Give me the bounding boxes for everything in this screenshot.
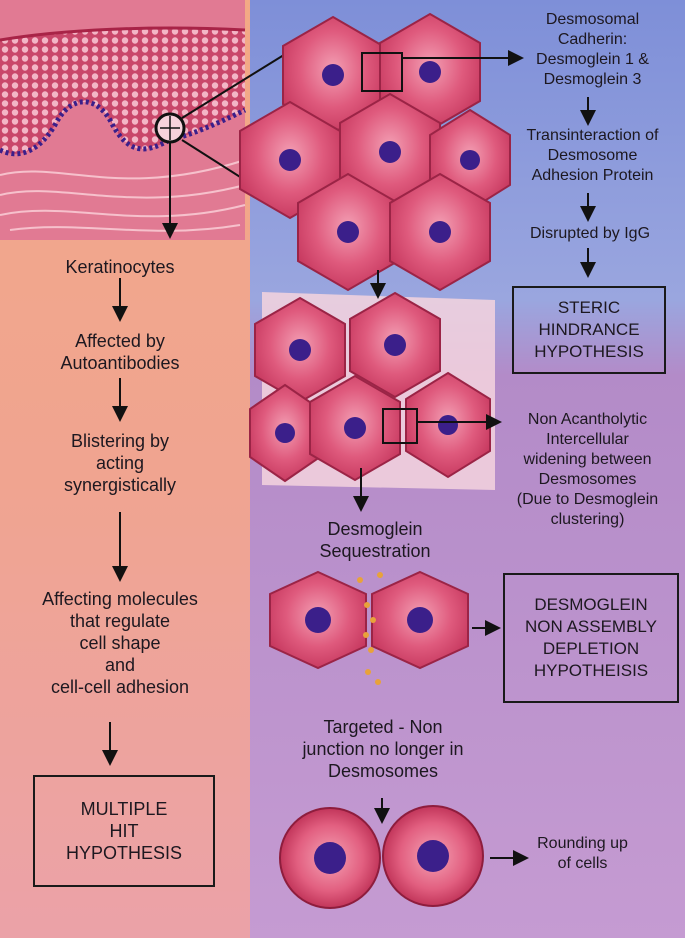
label-targeted-non-junction: Targeted - Non junction no longer in Des…	[302, 717, 464, 781]
label-desmoglein-sequestration: Desmoglein Sequestration	[319, 519, 431, 561]
cell-cluster-top	[239, 12, 511, 292]
label-affecting-molecules: Affecting molecules that regulate cell s…	[42, 589, 198, 697]
cell-pair-sequestration	[269, 570, 469, 685]
box-multiple-hit-hypothesis: MULTIPLE HIT HYPOTHESIS	[33, 775, 215, 887]
box-desmoglein-depletion-hypothesis: DESMOGLEIN NON ASSEMBLY DEPLETION HYPOTH…	[503, 573, 679, 703]
label-affected-by-autoantibodies: Affected by Autoantibodies	[60, 331, 180, 373]
label-desmosomal-cadherin: Desmosomal Cadherin: Desmoglein 1 & Desm…	[536, 11, 649, 88]
label-rounding-up: Rounding up of cells	[537, 835, 628, 872]
label-keratinocytes: Keratinocytes	[65, 257, 175, 277]
cell-cluster-middle	[249, 291, 495, 490]
box-steric-hindrance-hypothesis: STERIC HINDRANCE HYPOTHESIS	[512, 286, 666, 374]
skin-illustration	[0, 0, 247, 240]
label-disrupted-by-igg: Disrupted by IgG	[529, 225, 651, 242]
rounded-cells	[279, 805, 484, 909]
label-transinteraction: Transinteraction of Desmosome Adhesion P…	[526, 127, 659, 184]
label-blistering: Blistering by acting synergistically	[63, 431, 177, 495]
label-non-acantholytic: Non Acantholytic Intercellular widening …	[516, 411, 659, 528]
